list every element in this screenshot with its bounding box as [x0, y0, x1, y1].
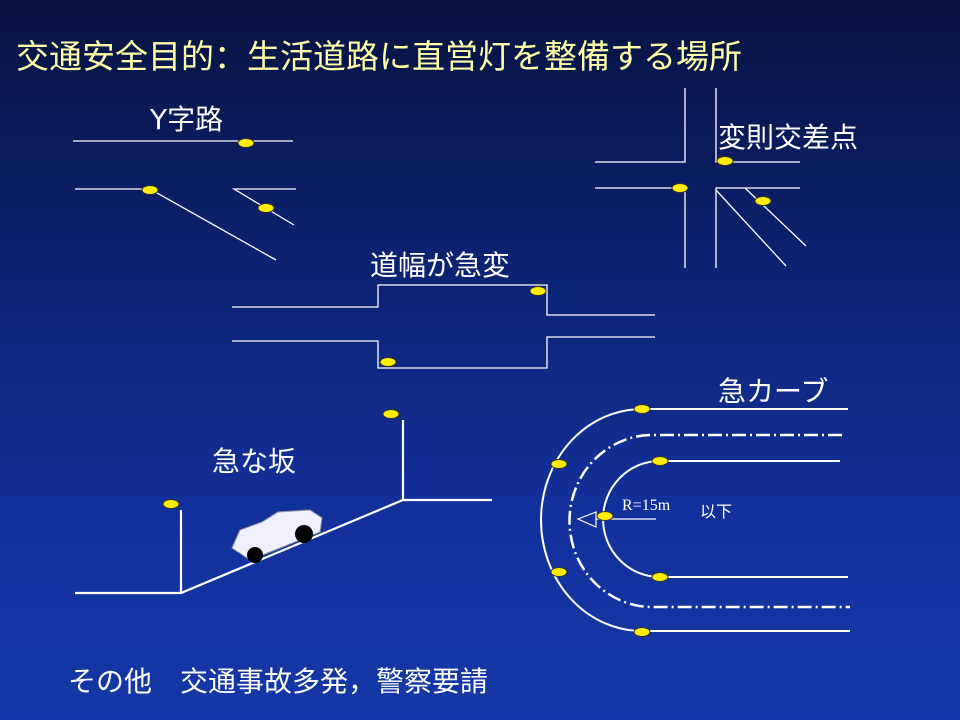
car-icon [231, 509, 323, 563]
lamp-icon [529, 286, 547, 296]
lamp-icon [651, 456, 669, 466]
lamp-icon [382, 409, 400, 419]
lamp-icon [162, 499, 180, 509]
label-y-junction: Y字路 [150, 103, 224, 136]
lamp-icon [141, 185, 159, 195]
lamp-icon [633, 404, 651, 414]
steep-slope-diagram [75, 420, 492, 595]
lamp-icon [237, 138, 255, 148]
y-junction-diagram [73, 140, 296, 261]
lamp-icon [633, 627, 651, 637]
lamp-icon [651, 572, 669, 582]
label-sharp-curve: 急カーブ [718, 375, 829, 408]
lamp-icon [379, 357, 397, 367]
road-width-change-diagram [232, 284, 655, 369]
lamp-icon [550, 567, 568, 577]
lamp-icon [671, 183, 689, 193]
lamp-icon [716, 156, 734, 166]
label-irregular-intersection: 変則交差点 [718, 121, 859, 154]
lamp-icon [754, 196, 772, 206]
radius-label: R=15m [622, 497, 671, 514]
lamp-icon [257, 203, 275, 213]
footer-note: その他 交通事故多発，警察要請 [68, 665, 489, 698]
irregular-intersection-diagram [595, 88, 807, 268]
radius-suffix: 以下 [700, 502, 733, 521]
sharp-curve-diagram [540, 408, 850, 632]
lamp-icon [596, 511, 614, 521]
street-lamps [141, 138, 772, 637]
label-steep-slope: 急な坂 [212, 445, 297, 478]
slide-title: 交通安全目的：生活道路に直営灯を整備する場所 [16, 37, 742, 76]
lamp-icon [550, 459, 568, 469]
label-road-width-change: 道幅が急変 [370, 249, 511, 282]
